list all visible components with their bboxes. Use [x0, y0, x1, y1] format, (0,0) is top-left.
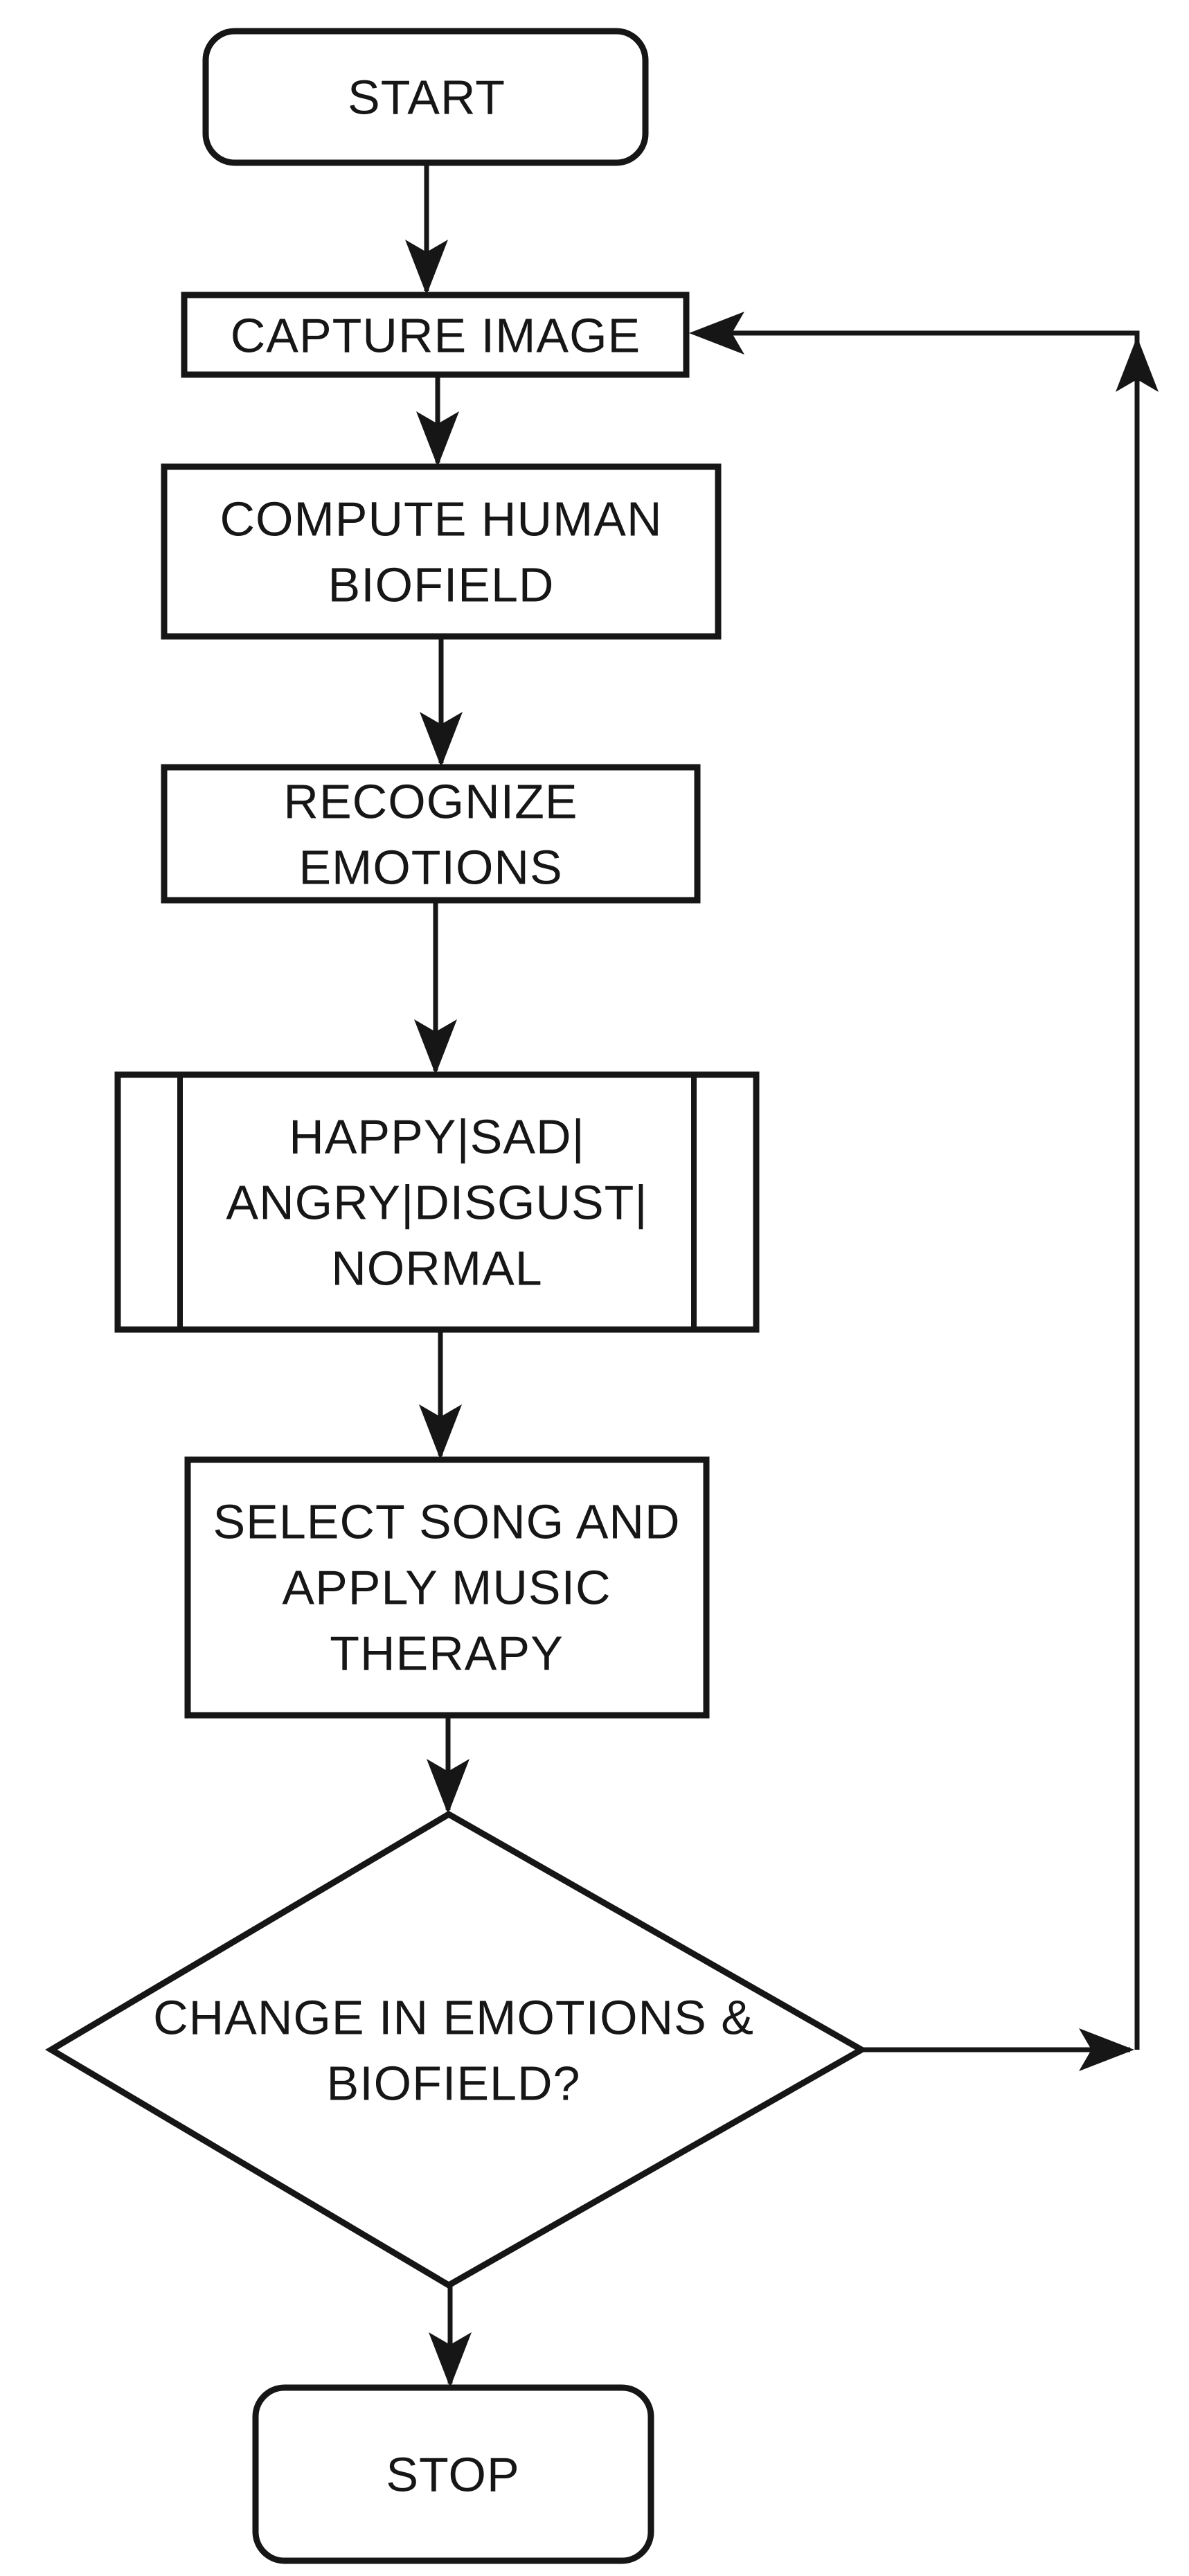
- arrowhead-up: [1116, 337, 1159, 392]
- node-start: START: [202, 28, 649, 166]
- node-stop-label: STOP: [386, 2448, 519, 2502]
- node-emotion-classes: HAPPY|SAD| ANGRY|DISGUST| NORMAL: [114, 1071, 760, 1333]
- arrowhead-down: [416, 411, 459, 467]
- node-decision-change: CHANGE IN EMOTIONS & BIOFIELD?: [45, 1810, 868, 2289]
- node-recognize-emotions: RECOGNIZE EMOTIONS: [161, 764, 701, 904]
- process-shape: [161, 764, 701, 904]
- edge-capture-to-compute: [416, 375, 459, 467]
- node-compute-human-biofield: COMPUTE HUMAN BIOFIELD: [161, 463, 722, 640]
- node-emotion-classes-label-line3: NORMAL: [331, 1242, 542, 1296]
- node-stop: STOP: [252, 2384, 654, 2564]
- arrowhead-right: [1079, 2028, 1134, 2071]
- node-capture-image: CAPTURE IMAGE: [181, 292, 690, 378]
- node-recognize-label-line2: EMOTIONS: [298, 841, 562, 895]
- node-recognize-label-line1: RECOGNIZE: [283, 775, 578, 829]
- arrowhead-down: [414, 1019, 457, 1075]
- arrowhead-down: [419, 1404, 462, 1460]
- node-start-label: START: [348, 71, 506, 125]
- node-emotion-classes-label-line1: HAPPY|SAD|: [289, 1110, 585, 1164]
- predefined-process-shape: [114, 1071, 760, 1333]
- node-select-song-label-line1: SELECT SONG AND: [213, 1495, 680, 1549]
- edge-compute-to-recognize: [420, 636, 463, 767]
- edge-emotion-classes-to-select-song: [419, 1330, 462, 1460]
- node-compute-label-line1: COMPUTE HUMAN: [220, 492, 662, 546]
- edge-decision-to-capture-feedback: [689, 312, 1159, 2071]
- node-select-song-label-line2: APPLY MUSIC: [282, 1561, 611, 1615]
- node-select-song: SELECT SONG AND APPLY MUSIC THERAPY: [184, 1456, 710, 1719]
- node-decision-label-line2: BIOFIELD?: [327, 2057, 581, 2111]
- arrowhead-down: [405, 240, 448, 295]
- process-shape: [161, 463, 722, 640]
- edge-decision-to-stop: [429, 2285, 472, 2388]
- node-compute-label-line2: BIOFIELD: [328, 558, 555, 612]
- arrowhead-down: [420, 712, 463, 767]
- terminator-shape: [202, 28, 649, 166]
- arrowhead-left: [689, 312, 744, 355]
- node-emotion-classes-label-line2: ANGRY|DISGUST|: [226, 1176, 647, 1230]
- process-shape: [181, 292, 690, 378]
- arrowhead-down: [427, 1759, 470, 1814]
- terminator-shape: [252, 2384, 654, 2564]
- node-decision-label-line1: CHANGE IN EMOTIONS &: [153, 1991, 754, 2045]
- node-select-song-label-line3: THERAPY: [330, 1627, 564, 1681]
- edge-select-song-to-decision: [427, 1715, 470, 1814]
- connector-line-vertical: [727, 330, 1140, 2050]
- node-capture-image-label: CAPTURE IMAGE: [231, 309, 641, 363]
- edge-recognize-to-emotion-classes: [414, 900, 457, 1075]
- edge-start-to-capture: [405, 163, 448, 295]
- decision-diamond-shape: [45, 1810, 868, 2289]
- process-shape: [184, 1456, 710, 1719]
- arrowhead-down: [429, 2332, 472, 2388]
